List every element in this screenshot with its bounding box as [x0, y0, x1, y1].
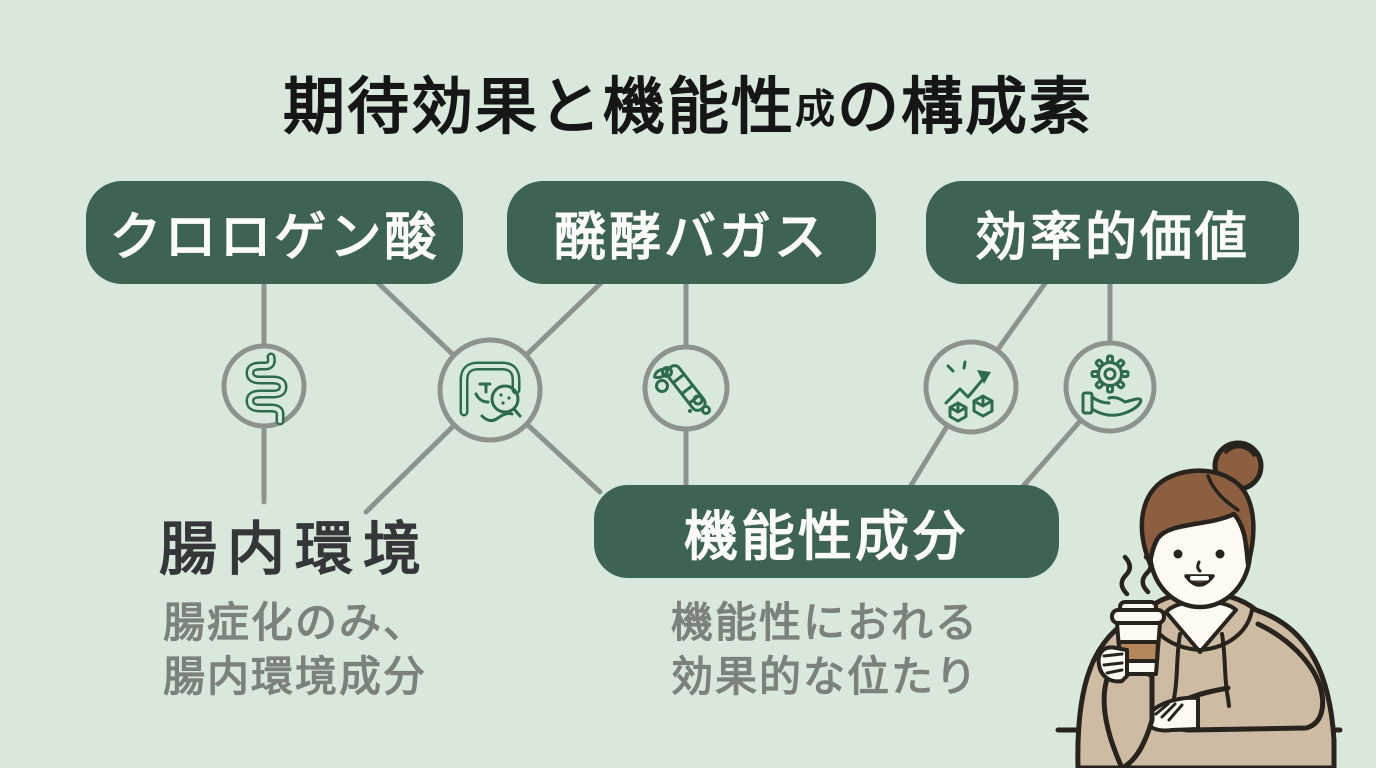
hand-gear-icon — [1063, 340, 1157, 434]
teeth — [1190, 576, 1209, 581]
hair — [1139, 468, 1256, 567]
note-line: 効果的な位たり — [670, 653, 979, 700]
node-label: 効率的価値 — [974, 209, 1250, 267]
title-part2: の構成素 — [837, 73, 1094, 142]
nose — [1196, 560, 1202, 573]
fermented-bagasse-icon — [642, 344, 730, 432]
note-functional-ingredients: 機能性におれる 効果的な位たり — [630, 596, 1020, 704]
growth-chart-icon — [923, 339, 1019, 435]
node-label: クロロゲン酸 — [109, 209, 440, 267]
eye — [1173, 549, 1183, 559]
intestine-icon — [221, 343, 307, 429]
note-line: 腸症化のみ、 — [162, 599, 427, 646]
gut-microscope-icon — [437, 337, 543, 443]
title-part1: 期待効果と機能性 — [282, 73, 795, 142]
label-gut-environment: 腸内環境 — [158, 517, 431, 582]
node-label: 醗酵バガス — [553, 209, 829, 267]
note-gut-environment: 腸症化のみ、 腸内環境成分 — [95, 596, 495, 704]
node-fermented-bagasse: 醗酵バガス — [507, 181, 876, 284]
eye — [1215, 549, 1225, 559]
node-efficient-value: 効率的価値 — [926, 181, 1299, 284]
node-label: 機能性成分 — [684, 507, 969, 567]
steam-lines — [1119, 554, 1153, 597]
woman-coffee-illustration — [1055, 440, 1343, 768]
page-title: 期待効果と機能性成の構成素 — [0, 56, 1376, 146]
node-chlorogenic-acid: クロロゲン酸 — [86, 181, 463, 284]
arm-with-cup — [1096, 554, 1166, 768]
note-line: 腸内環境成分 — [162, 653, 427, 700]
note-line: 機能性におれる — [670, 599, 979, 646]
node-functional-ingredients: 機能性成分 — [594, 485, 1059, 578]
finger-lines — [1154, 702, 1184, 722]
title-small-char: 成 — [795, 87, 837, 132]
